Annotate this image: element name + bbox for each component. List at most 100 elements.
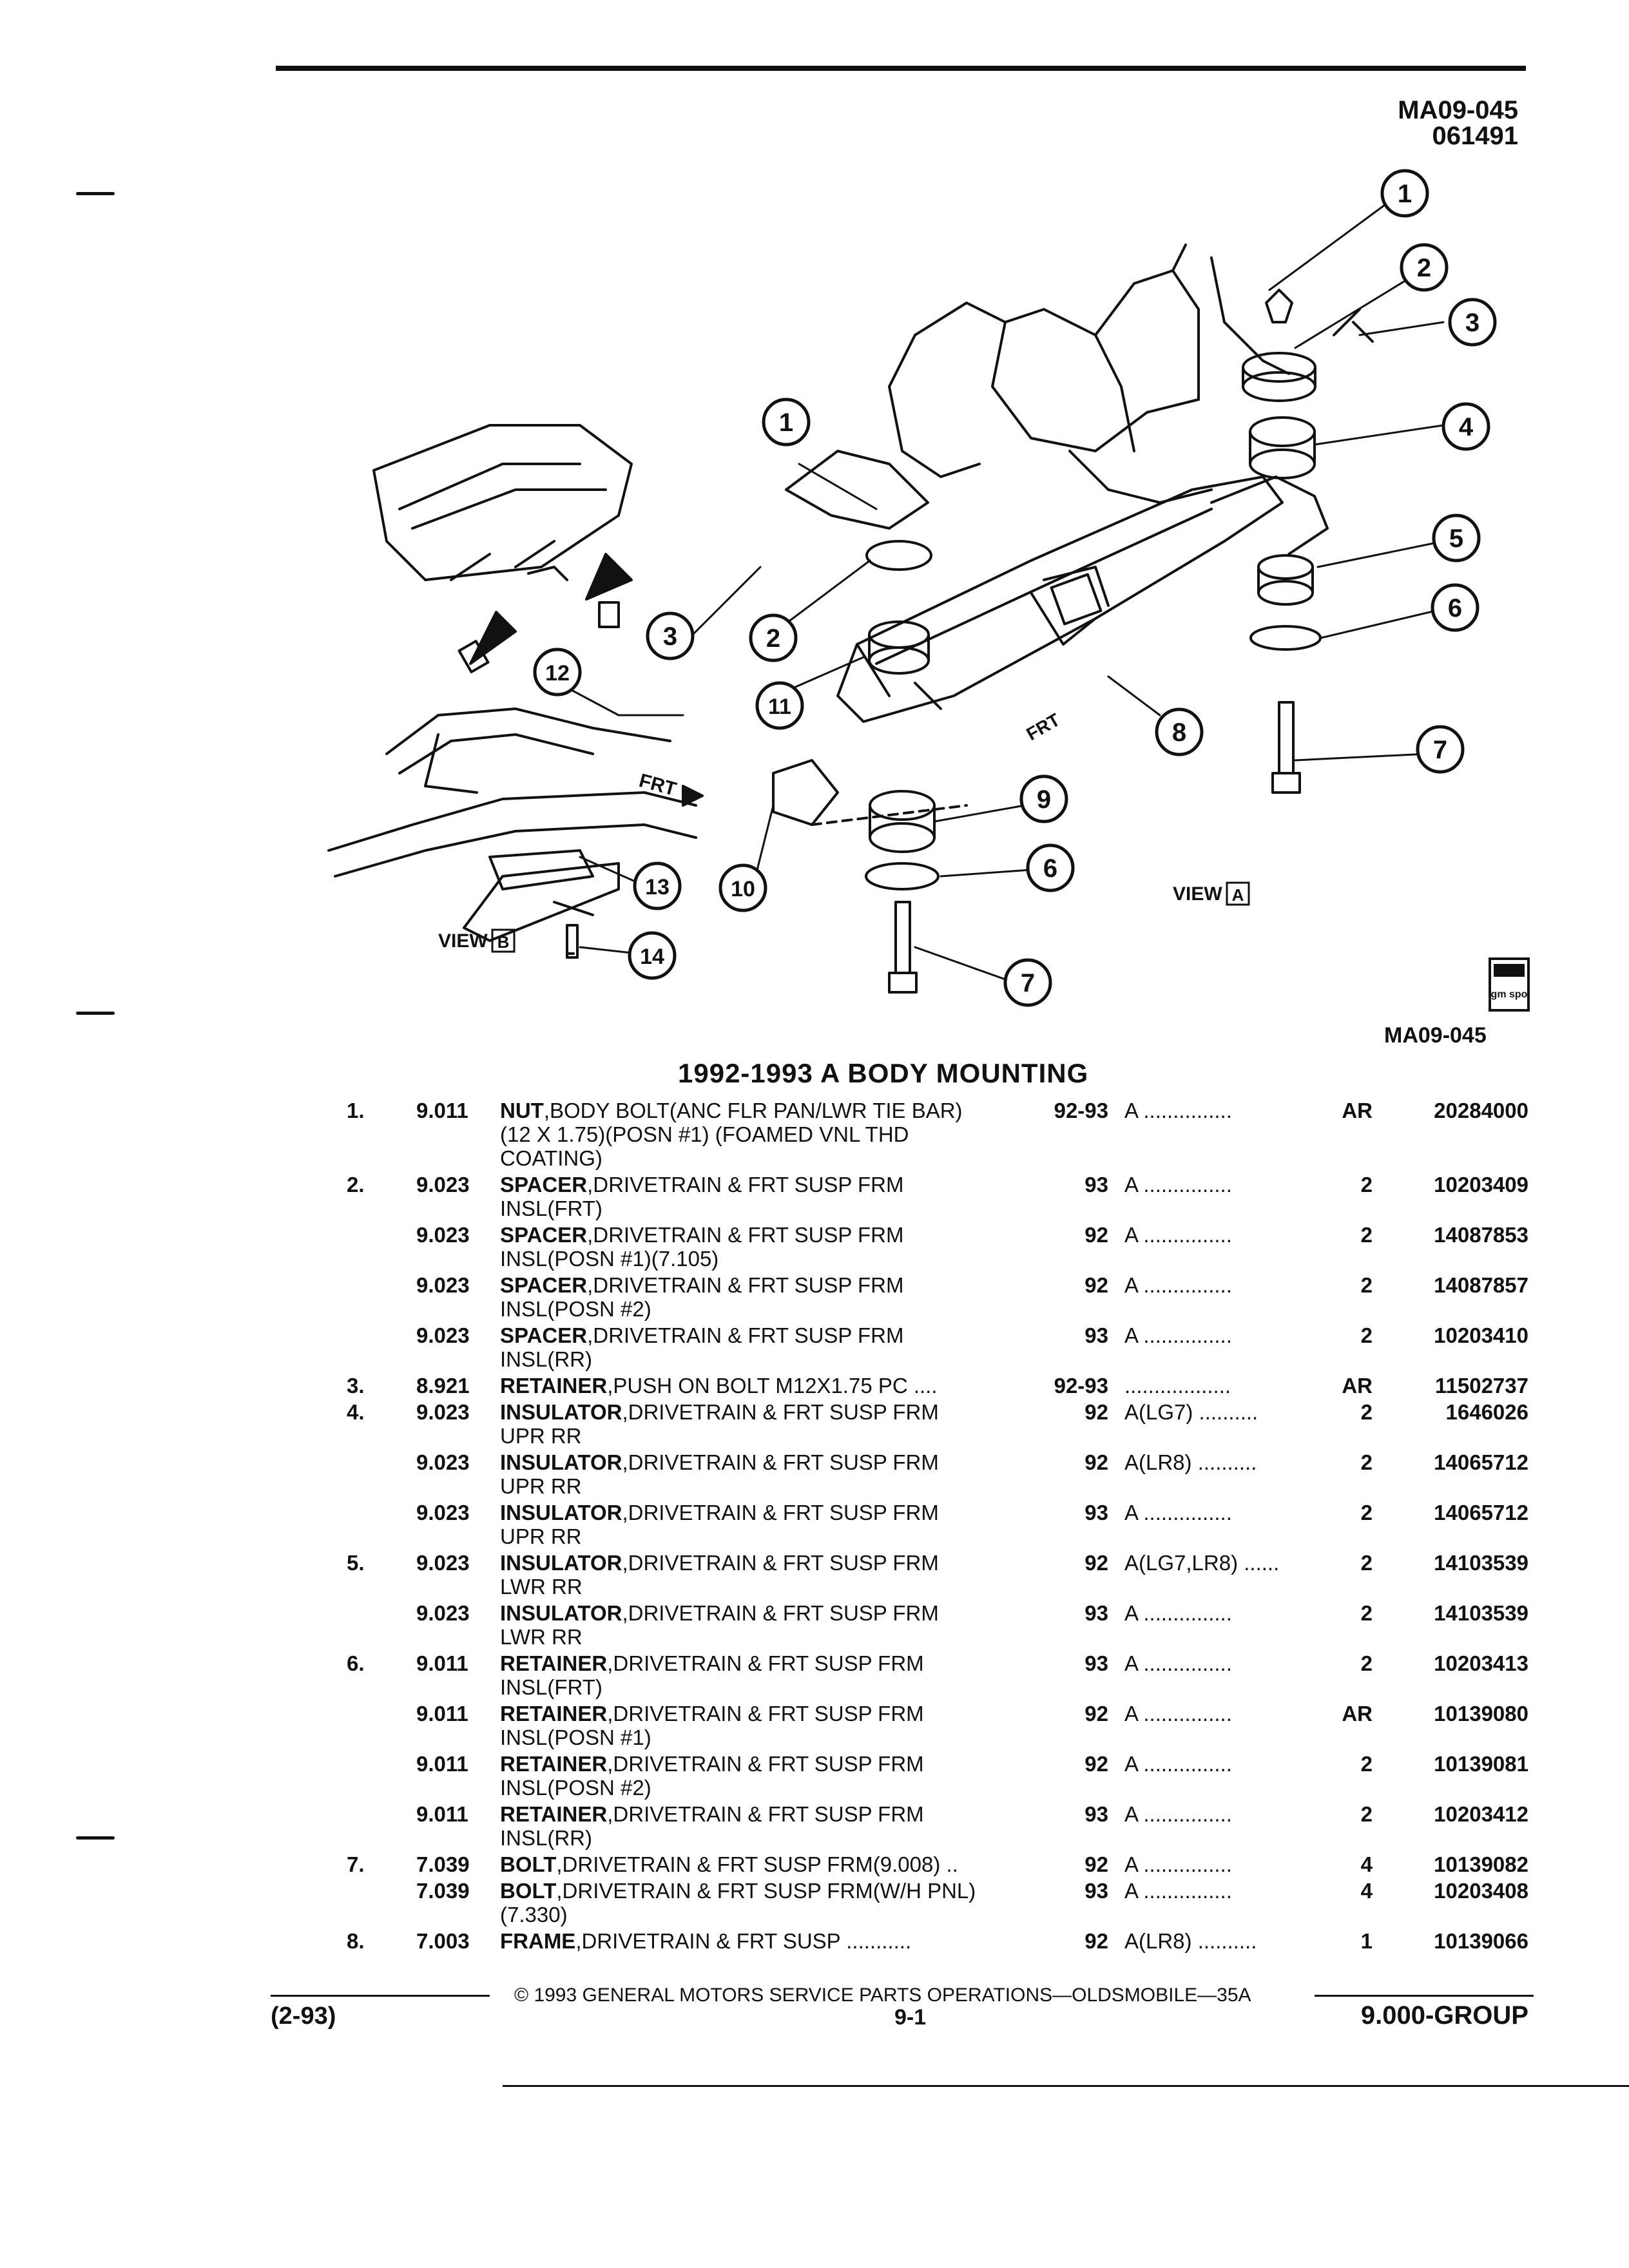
callout-11 [755, 681, 804, 730]
view-b-detail [372, 424, 633, 673]
part-description: ,DRIVETRAIN & FRT SUSP FRM [622, 1400, 939, 1424]
quantity: 2 [1360, 1752, 1373, 1776]
part-number: 10203408 [1434, 1879, 1528, 1903]
part-name: RETAINER [500, 1702, 608, 1725]
quantity: 2 [1360, 1273, 1373, 1297]
item-number: 7. [347, 1852, 365, 1876]
description-continuation: INSL(FRT) [0, 1196, 1629, 1220]
continuation-text: LWR RR [500, 1625, 583, 1649]
continuation-text: INSL(POSN #2) [500, 1776, 651, 1800]
description-continuation: LWR RR [0, 1625, 1629, 1649]
part-name: INSULATOR [500, 1501, 622, 1524]
part-number: 14087857 [1434, 1273, 1528, 1297]
part-description: ,BODY BOLT(ANC FLR PAN/LWR TIE BAR) [543, 1099, 963, 1122]
description-continuation: LWR RR [0, 1575, 1629, 1599]
quantity: 2 [1360, 1400, 1373, 1424]
description-continuation: UPR RR [0, 1474, 1629, 1498]
part-number: 11502737 [1434, 1374, 1528, 1398]
group-number: 9.011 [416, 1651, 468, 1675]
description: RETAINER,DRIVETRAIN & FRT SUSP FRM [500, 1802, 924, 1826]
model: A(LR8) .......... [1124, 1929, 1257, 1953]
view-b-label: VIEW [438, 930, 488, 952]
quantity: 2 [1360, 1802, 1373, 1826]
quantity: AR [1342, 1374, 1373, 1398]
callout-11-label: 11 [768, 695, 791, 719]
group-number: 9.023 [416, 1223, 470, 1247]
model: A(LG7) .......... [1124, 1400, 1258, 1424]
callout-1-left-label: 1 [779, 408, 793, 437]
description: SPACER,DRIVETRAIN & FRT SUSP FRM [500, 1223, 904, 1247]
top-rule [276, 66, 1526, 71]
description-continuation: (7.330) [0, 1903, 1629, 1927]
model: A ............... [1124, 1752, 1232, 1776]
model: A ............... [1124, 1173, 1232, 1196]
row-gap [0, 1953, 1629, 1956]
callout-13 [633, 861, 682, 910]
years: 92 [1084, 1929, 1108, 1953]
part-description: ,PUSH ON BOLT M12X1.75 PC .... [607, 1374, 938, 1398]
part-number: 10139082 [1434, 1852, 1528, 1876]
group-number: 9.023 [416, 1601, 470, 1625]
years: 92 [1084, 1400, 1108, 1424]
quantity: 2 [1360, 1323, 1373, 1347]
quantity: 2 [1360, 1173, 1373, 1196]
item-number: 6. [347, 1651, 365, 1675]
callout-7-bottom [1003, 958, 1052, 1007]
group-number: 9.011 [416, 1752, 468, 1776]
footer-rule-left [271, 1995, 490, 1997]
years: 92 [1084, 1551, 1108, 1575]
group-number: 9.023 [416, 1273, 470, 1297]
model: A ............... [1124, 1651, 1232, 1675]
description: RETAINER,PUSH ON BOLT M12X1.75 PC .... [500, 1374, 938, 1398]
model: .................. [1124, 1374, 1231, 1398]
description-continuation: INSL(POSN #2) [0, 1776, 1629, 1800]
frt-label-view-a: FRT [1023, 709, 1064, 744]
part-description: ,DRIVETRAIN & FRT SUSP FRM [587, 1273, 904, 1297]
quantity: 2 [1360, 1551, 1373, 1575]
description: INSULATOR,DRIVETRAIN & FRT SUSP FRM [500, 1551, 939, 1575]
part-number: 14103539 [1434, 1551, 1528, 1575]
group-number: 9.023 [416, 1551, 470, 1575]
group-number: 9.023 [416, 1323, 470, 1347]
continuation-text: COATING) [500, 1146, 602, 1170]
callout-6-bottom [1026, 843, 1075, 892]
part-description: ,DRIVETRAIN & FRT SUSP FRM(9.008) .. [556, 1852, 958, 1876]
item-number: 5. [347, 1551, 365, 1575]
group-number: 7.039 [416, 1852, 470, 1876]
years: 92 [1084, 1752, 1108, 1776]
description: BOLT,DRIVETRAIN & FRT SUSP FRM(W/H PNL) [500, 1879, 976, 1903]
part-description: ,DRIVETRAIN & FRT SUSP FRM [622, 1601, 939, 1625]
part-name: INSULATOR [500, 1601, 622, 1625]
group-number: 7.039 [416, 1879, 470, 1903]
part-description: ,DRIVETRAIN & FRT SUSP FRM [622, 1501, 939, 1524]
footer-copyright: © 1993 GENERAL MOTORS SERVICE PARTS OPER… [514, 1984, 1251, 2006]
item-number: 1. [347, 1099, 365, 1122]
group-number: 9.023 [416, 1400, 470, 1424]
quantity: AR [1342, 1702, 1373, 1725]
footer-page-number: 9-1 [894, 2005, 927, 2030]
body-mounting-diagram: 1 2 3 4 5 6 7 8 9 6 7 10 11 2 3 1 12 13 … [327, 169, 1530, 1048]
group-number: 9.023 [416, 1450, 470, 1474]
part-number: 10139080 [1434, 1702, 1528, 1725]
model: A ............... [1124, 1501, 1232, 1524]
years: 92-93 [1054, 1374, 1108, 1398]
callout-1-left [762, 398, 811, 447]
group-number: 9.011 [416, 1099, 468, 1122]
quantity: AR [1342, 1099, 1373, 1122]
callout-10-label: 10 [731, 877, 755, 901]
description-continuation: INSL(POSN #1)(7.105) [0, 1247, 1629, 1271]
view-b-rail [327, 707, 704, 959]
part-name: SPACER [500, 1273, 588, 1297]
part-name: RETAINER [500, 1374, 608, 1398]
description: RETAINER,DRIVETRAIN & FRT SUSP FRM [500, 1752, 924, 1776]
part-number: 14065712 [1434, 1450, 1528, 1474]
page-code: MA09-045 [1398, 96, 1518, 124]
description: SPACER,DRIVETRAIN & FRT SUSP FRM [500, 1273, 904, 1297]
continuation-text: INSL(RR) [500, 1826, 593, 1850]
